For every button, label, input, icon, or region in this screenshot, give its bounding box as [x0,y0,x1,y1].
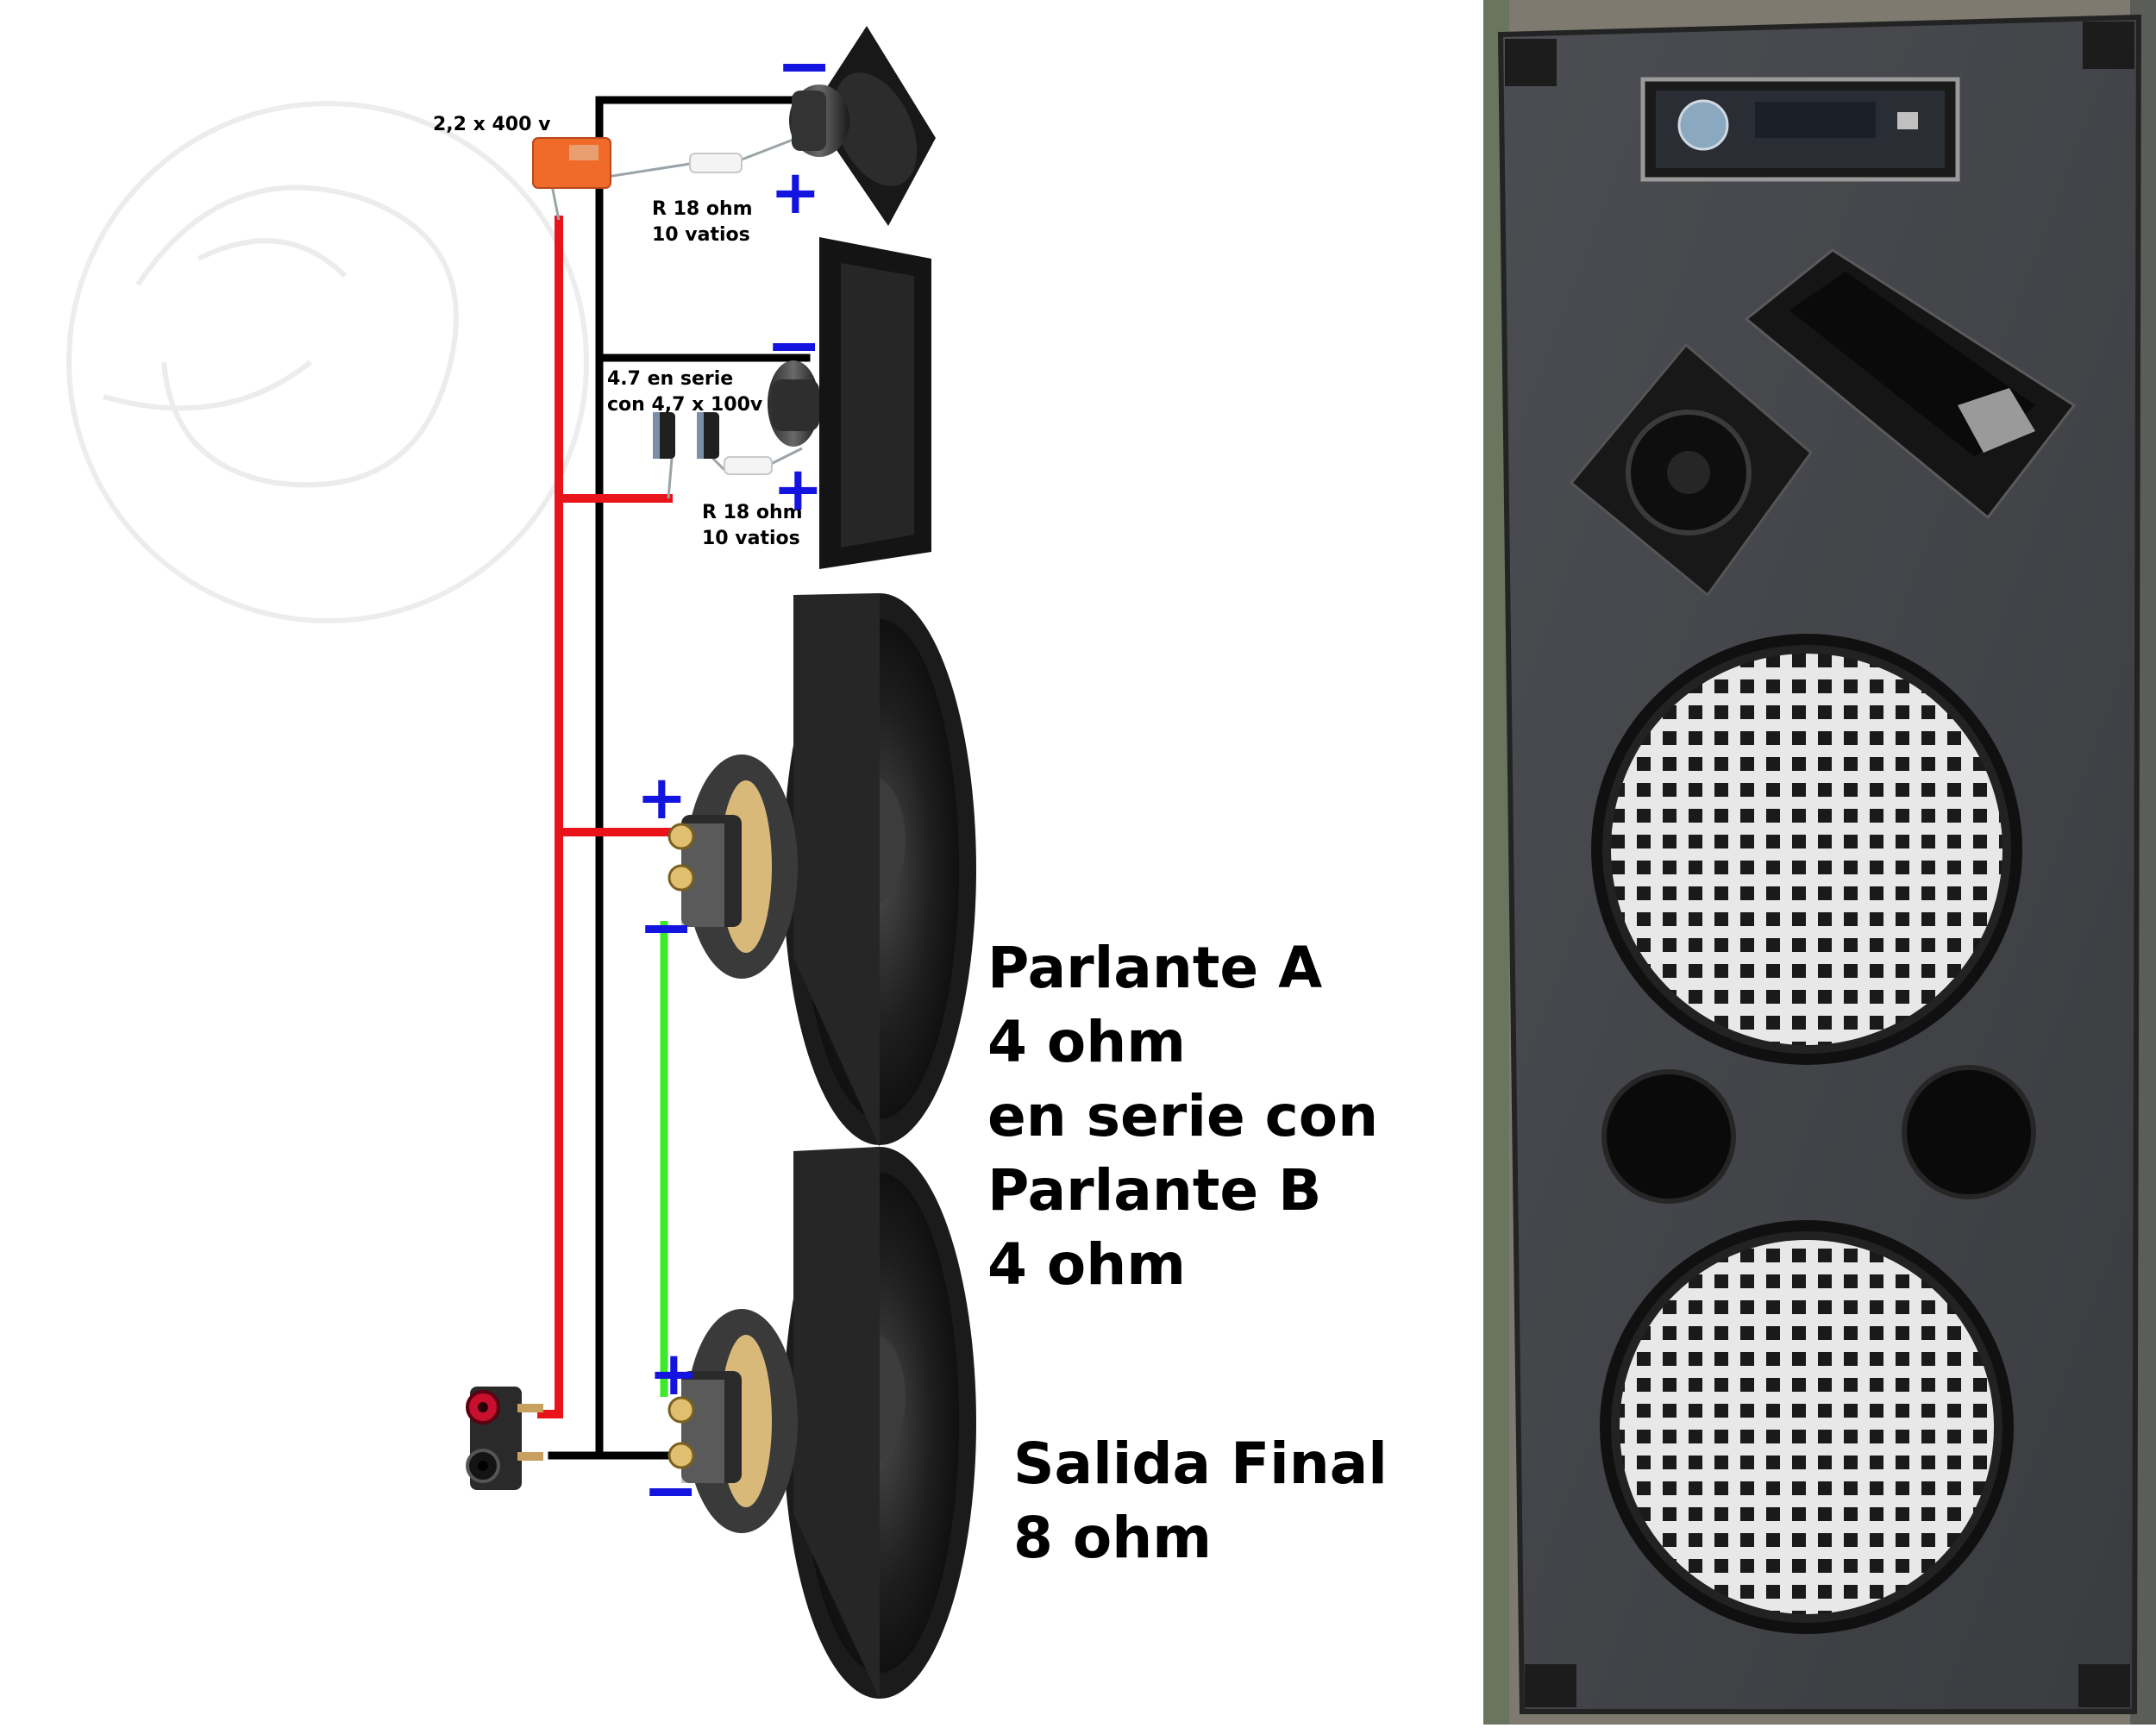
watermark-logo [66,101,589,623]
negative-wire [548,96,811,1460]
horn-plus-sign: + [773,454,824,524]
output-terminal [466,1387,543,1490]
speaker-label-line-4: Parlante B [987,1157,1322,1224]
tweeter-resistor-label-1: R 18 ohm [652,198,753,220]
electrolytic-capacitors [653,412,719,459]
output-label-line-2: 8 ohm [1013,1505,1213,1571]
speaker-label-line-5: 4 ohm [987,1231,1187,1298]
woofer-speaker-b [667,1147,976,1699]
capacitor-label: 2,2 x 400 v [433,114,551,135]
capacitor-2-2uf [532,137,611,189]
horn-speaker [768,237,931,569]
tweeter-plus-sign: + [770,157,821,228]
horn-resistor-label-2: 10 vatios [702,528,800,549]
woofer-a-minus-sign: − [638,889,695,967]
component-leads [550,135,803,499]
horn-caps-label-2: con 4,7 x 100v [607,394,763,416]
speaker-label-line-1: Parlante A [987,935,1323,1001]
woofer-speaker-a [667,593,976,1147]
positive-wire [537,216,673,1418]
horn-caps-label-1: 4.7 en serie [607,368,734,390]
horn-resistor-label-1: R 18 ohm [702,502,803,523]
woofer-a-plus-sign: + [636,762,687,833]
tweeter-resistor-label-2: 10 vatios [652,224,750,246]
speaker-label-line-3: en serie con [987,1083,1379,1149]
woofer-b-plus-sign: + [649,1338,699,1409]
tweeter-minus-sign: − [776,28,833,105]
woofer-b-minus-sign: − [642,1452,699,1530]
speaker-label-line-2: 4 ohm [987,1009,1187,1075]
resistor-tweeter [689,153,743,173]
tweeter-speaker [789,26,936,226]
output-label-line-1: Salida Final [1013,1431,1388,1497]
resistor-horn [724,456,773,475]
horn-minus-sign: − [766,307,823,385]
speaker-cabinet-photo [1483,0,2156,1725]
